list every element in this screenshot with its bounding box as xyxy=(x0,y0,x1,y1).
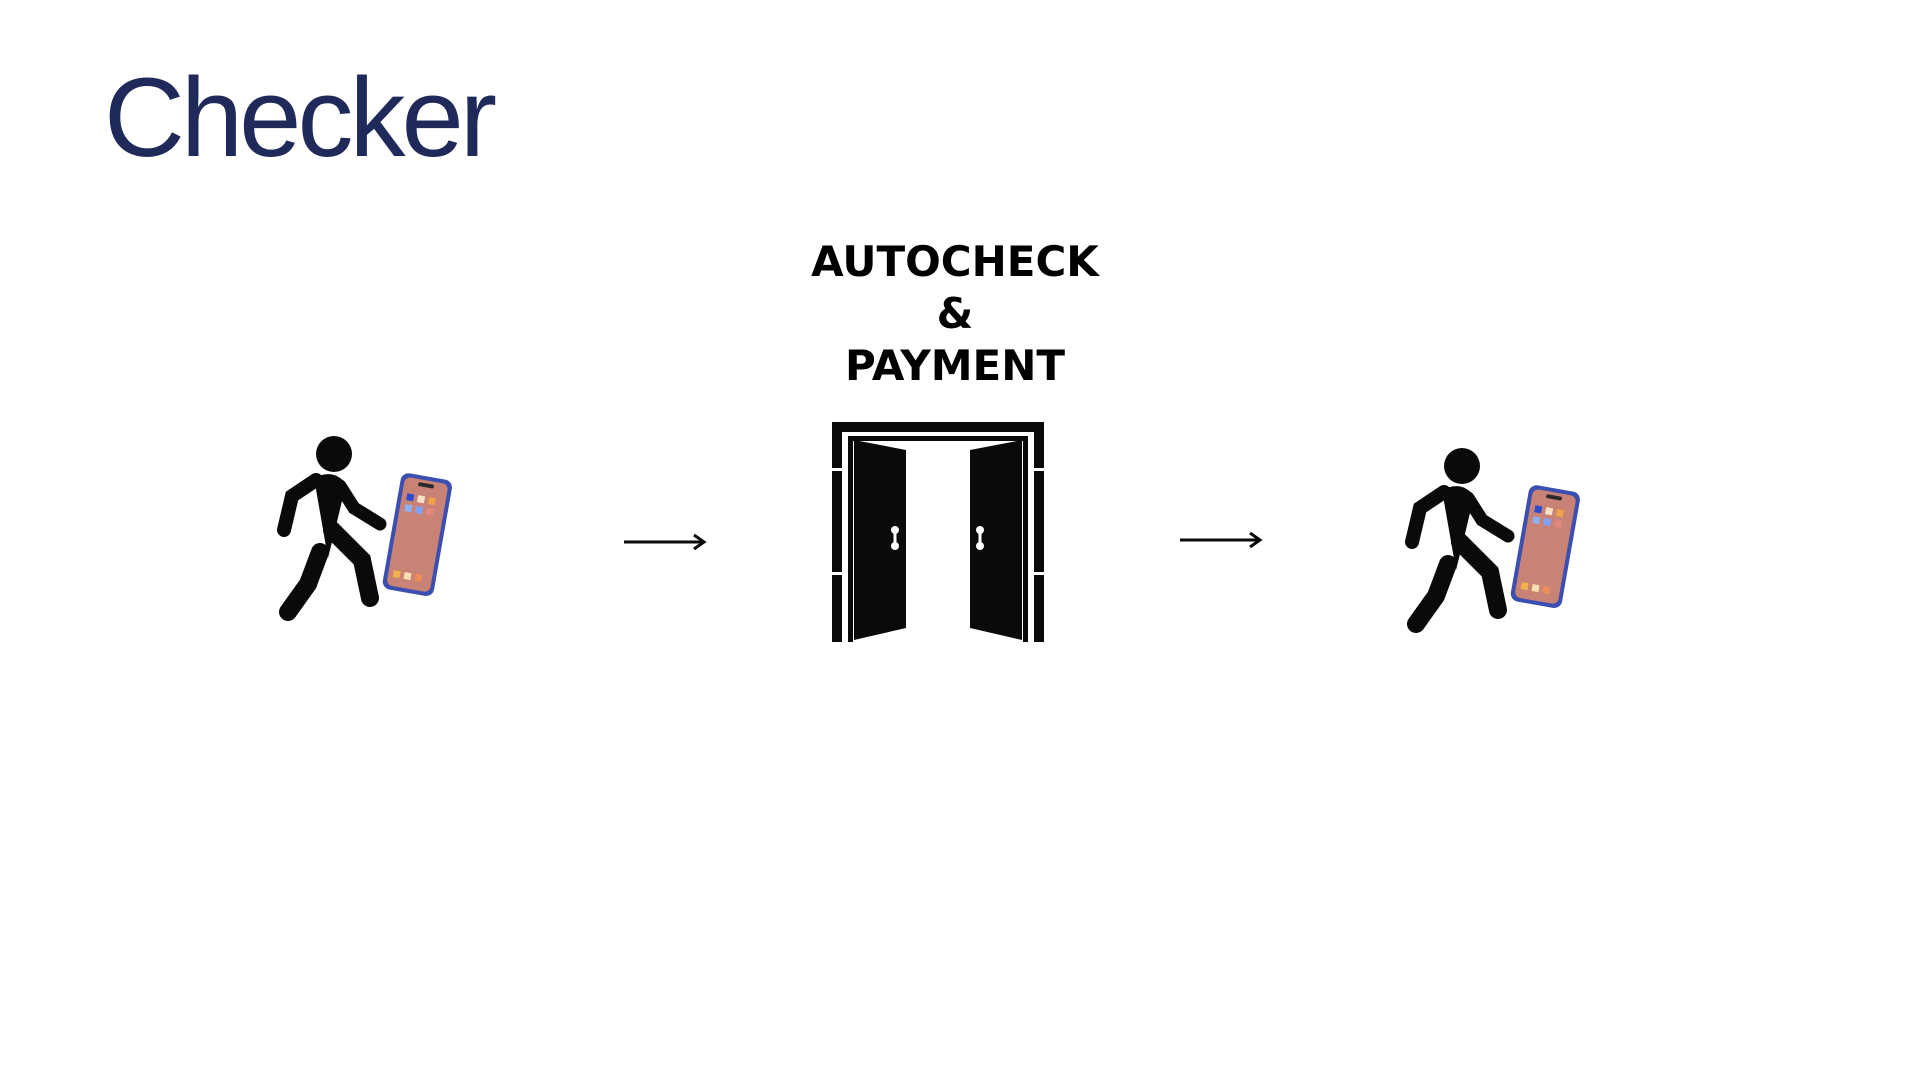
walking-person-icon xyxy=(277,436,387,621)
walker-with-phone-start xyxy=(277,436,452,621)
arrow-right-icon xyxy=(624,533,707,551)
walking-person-icon xyxy=(1405,448,1515,633)
smartphone-icon xyxy=(1510,485,1580,608)
step-label: AUTOCHECK & PAYMENT xyxy=(790,236,1120,392)
slide-title: Checker xyxy=(104,55,497,180)
walker-with-phone-end xyxy=(1405,448,1580,633)
smartphone-icon xyxy=(382,473,452,596)
step-label-line-1: AUTOCHECK xyxy=(811,237,1099,286)
step-label-line-2: & xyxy=(936,289,974,338)
step-label-line-3: PAYMENT xyxy=(844,341,1066,390)
double-door-icon xyxy=(832,422,1044,642)
arrow-right-icon xyxy=(1180,531,1263,549)
